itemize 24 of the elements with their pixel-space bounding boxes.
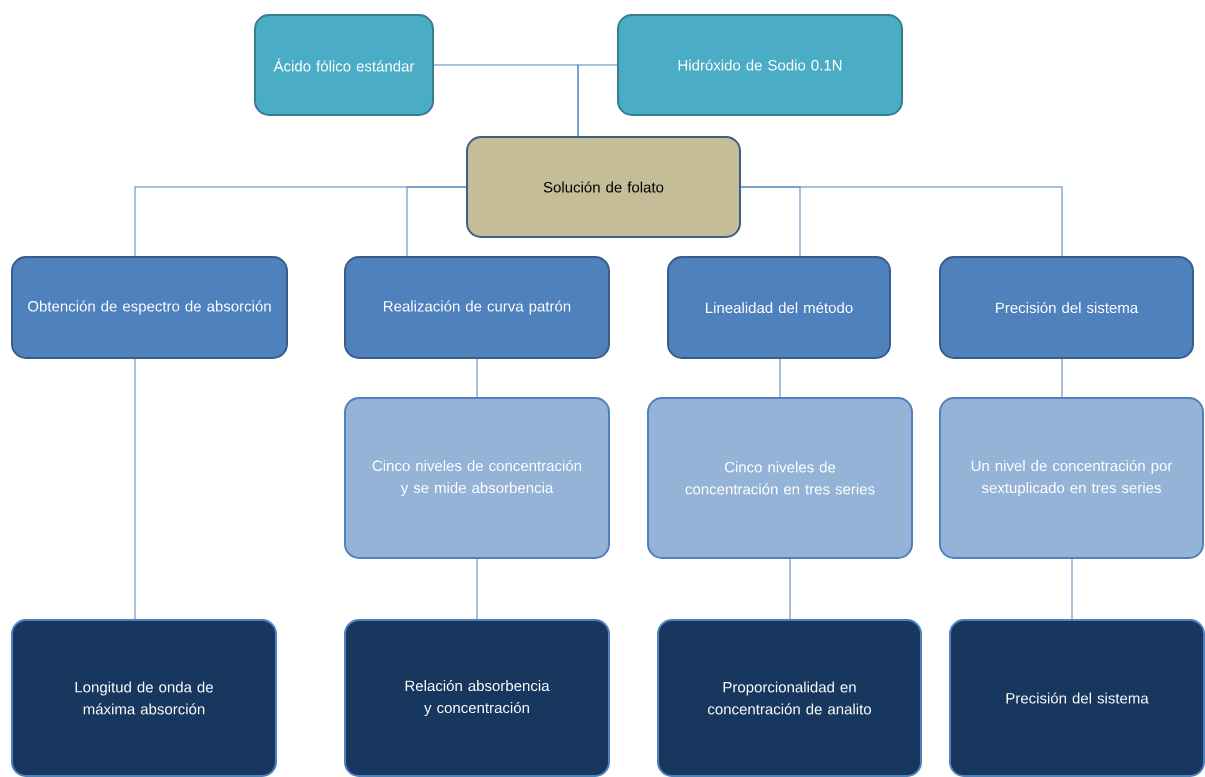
reagent-box: Ácido fólico estándar bbox=[254, 14, 434, 116]
connector-line bbox=[406, 186, 468, 258]
result-box: Precisión del sistema bbox=[949, 619, 1205, 777]
connector-line bbox=[577, 64, 619, 138]
test-box: Linealidad del método bbox=[667, 256, 891, 359]
connector-line bbox=[476, 357, 478, 399]
connector-line bbox=[134, 357, 136, 621]
connector-line bbox=[789, 557, 791, 621]
connector-line bbox=[779, 357, 781, 399]
connector-line bbox=[739, 186, 1063, 258]
test-box: Realización de curva patrón bbox=[344, 256, 610, 359]
result-box: Proporcionalidad en concentración de analito bbox=[657, 619, 922, 777]
connector-line bbox=[1071, 557, 1073, 621]
test-box: Obtención de espectro de absorción bbox=[11, 256, 288, 359]
procedure-box: Cinco niveles de concentración y se mide absorbencia bbox=[344, 397, 610, 559]
test-box: Precisión del sistema bbox=[939, 256, 1194, 359]
result-box: Longitud de onda de máxima absorción bbox=[11, 619, 277, 777]
procedure-box: Cinco niveles de concentración en tres series bbox=[647, 397, 913, 559]
solution-box: Solución de folato bbox=[466, 136, 741, 238]
reagent-box: Hidróxido de Sodio 0.1N bbox=[617, 14, 903, 116]
procedure-box: Un nivel de concentración por sextuplicado en tres series bbox=[939, 397, 1204, 559]
result-box: Relación absorbencia y concentración bbox=[344, 619, 610, 777]
connector-line bbox=[476, 557, 478, 621]
connector-line bbox=[1061, 357, 1063, 399]
